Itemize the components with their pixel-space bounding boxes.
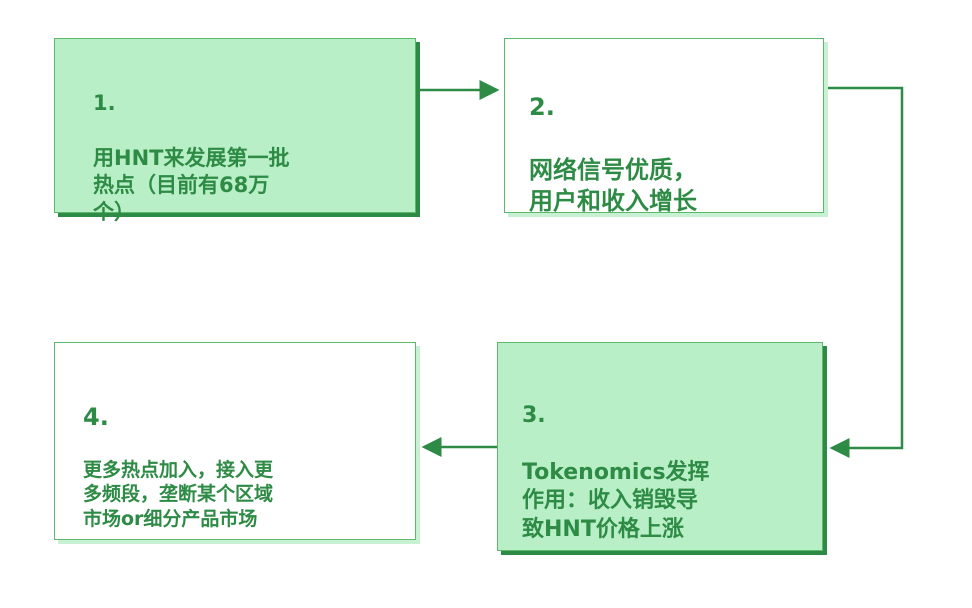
step-3-text: Tokenomics发挥 作用：收入销毁导 致HNT价格上涨 [522, 459, 710, 542]
step-2-number: 2. [529, 93, 555, 122]
step-4-text: 更多热点加入，接入更 多频段，垄断某个区域 市场or细分产品市场 [83, 458, 274, 530]
step-2-text: 网络信号优质， 用户和收入增长 [529, 155, 697, 215]
step-3-number: 3. [522, 402, 546, 428]
step-2-box: 2. 网络信号优质， 用户和收入增长 [504, 38, 824, 215]
step-1-box: 1. 用HNT来发展第一批 热点（目前有68万 个） [54, 38, 416, 224]
step-1-text: 用HNT来发展第一批 热点（目前有68万 个） [93, 145, 290, 225]
step-3-box: 3. Tokenomics发挥 作用：收入销毁导 致HNT价格上涨 [497, 342, 823, 551]
step-4-number: 4. [83, 402, 109, 431]
step-4-box: 4. 更多热点加入，接入更 多频段，垄断某个区域 市场or细分产品市场 [54, 342, 416, 540]
arrow-2-to-3 [826, 86, 904, 458]
step-1-number: 1. [93, 91, 116, 116]
